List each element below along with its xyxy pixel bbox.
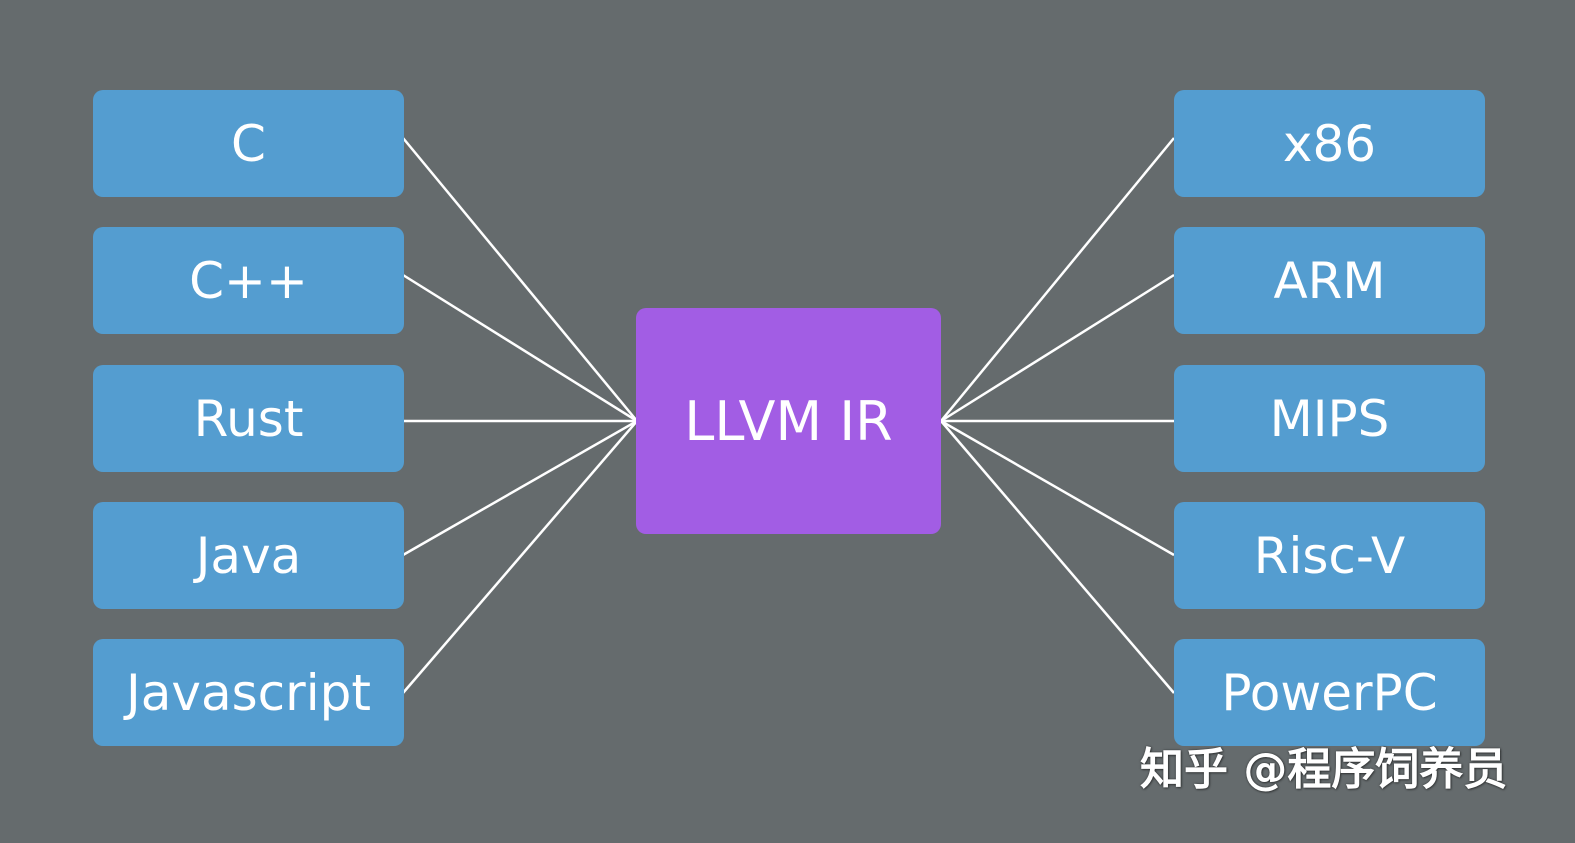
target-label: Risc-V <box>1253 526 1406 585</box>
connector-line-source <box>402 420 638 694</box>
source-box-rust: Rust <box>93 365 404 472</box>
connector-line-source <box>402 419 638 557</box>
target-label: ARM <box>1273 251 1386 310</box>
target-label: MIPS <box>1269 389 1390 448</box>
target-box-risc-v: Risc-V <box>1174 502 1485 609</box>
source-box-java: Java <box>93 502 404 609</box>
watermark: 知乎 @程序饲养员 <box>1140 744 1508 795</box>
connector-line-source <box>402 273 638 423</box>
target-label: PowerPC <box>1221 663 1438 722</box>
target-box-mips: MIPS <box>1174 365 1485 472</box>
target-box-powerpc: PowerPC <box>1174 639 1485 746</box>
source-box-c: C <box>93 90 404 197</box>
source-label: Rust <box>193 389 304 448</box>
center-box-llvm-ir: LLVM IR <box>636 308 941 534</box>
center-label: LLVM IR <box>684 389 893 453</box>
target-label: x86 <box>1282 114 1377 173</box>
source-label: Java <box>195 526 302 585</box>
connector-line-target <box>940 420 1175 694</box>
connector-line-source <box>402 137 638 422</box>
source-box-cpp: C++ <box>93 227 404 334</box>
source-label: C++ <box>189 251 308 310</box>
source-box-javascript: Javascript <box>93 639 404 746</box>
connector-line-target <box>940 273 1175 423</box>
source-label: C <box>231 114 266 173</box>
connector-line-target <box>940 137 1175 422</box>
target-box-arm: ARM <box>1174 227 1485 334</box>
connector-line-target <box>940 419 1175 557</box>
target-box-x86: x86 <box>1174 90 1485 197</box>
source-label: Javascript <box>126 663 371 722</box>
